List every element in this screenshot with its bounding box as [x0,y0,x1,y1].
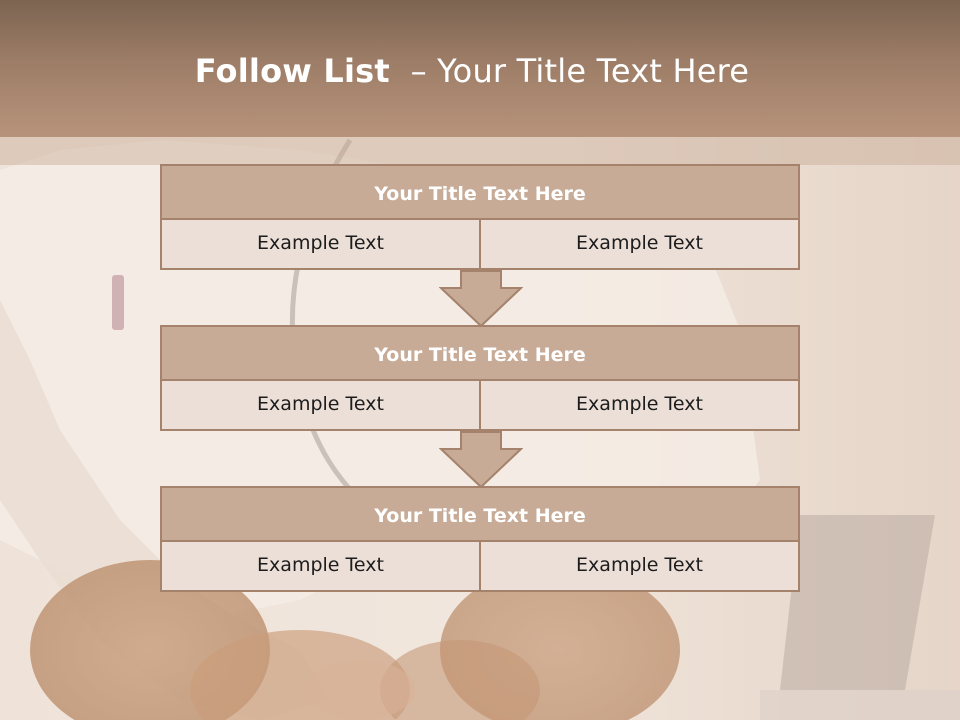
step-row: Example Text Example Text [160,542,800,592]
step-row: Example Text Example Text [160,381,800,431]
step-box-2: Your Title Text Here Example Text Exampl… [160,325,800,431]
header-strip [0,137,960,165]
down-arrow-icon [439,431,523,489]
step-box-1: Your Title Text Here Example Text Exampl… [160,164,800,270]
step-cell-right: Example Text [481,542,800,592]
step-title: Your Title Text Here [160,486,800,542]
header-band [0,0,960,137]
step-cell-right: Example Text [481,220,800,270]
down-arrow-icon [439,270,523,328]
step-cell-left: Example Text [160,381,481,431]
title-rest-part: – Your Title Text Here [410,52,750,90]
title-bold-part: Follow List [194,52,390,90]
step-row: Example Text Example Text [160,220,800,270]
step-cell-left: Example Text [160,220,481,270]
step-cell-left: Example Text [160,542,481,592]
step-box-3: Your Title Text Here Example Text Exampl… [160,486,800,592]
step-title: Your Title Text Here [160,325,800,381]
step-title: Your Title Text Here [160,164,800,220]
step-cell-right: Example Text [481,381,800,431]
slide-title: Follow List – Your Title Text Here [0,52,944,90]
